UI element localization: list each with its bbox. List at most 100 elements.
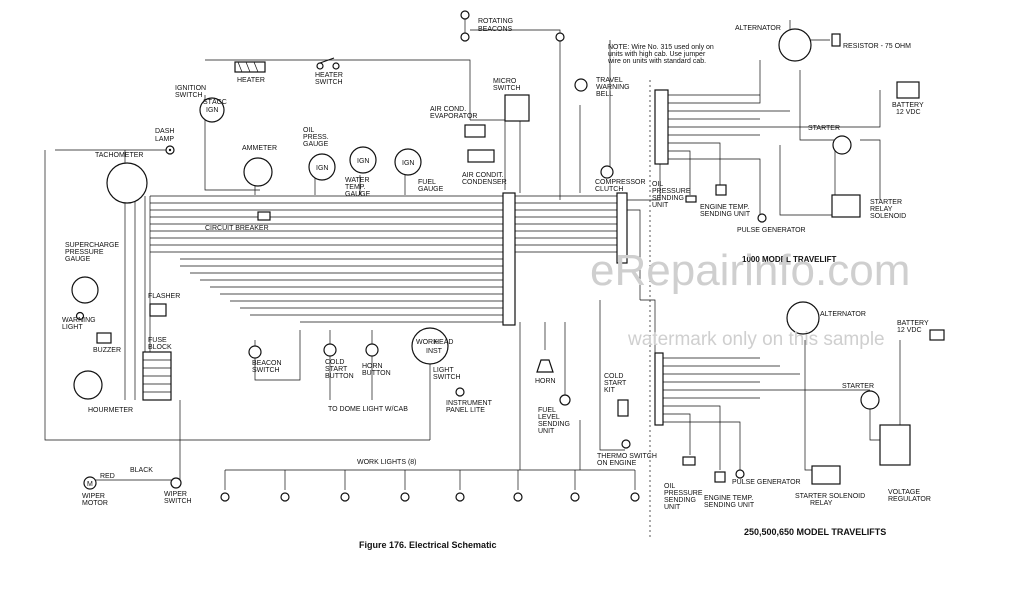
wiper-switch-symbol bbox=[170, 477, 182, 489]
instrument-panel-lite-label-1: INSTRUMENT bbox=[446, 400, 493, 407]
light-switch-symbol: WORK HEAD INST bbox=[411, 327, 453, 365]
beacon-switch-symbol bbox=[248, 345, 262, 359]
cold-start-button-label-3: BUTTON bbox=[325, 373, 354, 380]
svg-text:M: M bbox=[87, 481, 93, 488]
supercharge-pressure-gauge bbox=[71, 276, 99, 304]
oil-press-gauge-label-2: PRESS. bbox=[303, 134, 329, 141]
oil-press-gauge-label-1: OIL bbox=[303, 127, 314, 134]
warning-light-label-1: WARNING bbox=[62, 317, 96, 324]
oil-pressure-sender-2-symbol bbox=[682, 456, 696, 466]
circuit-breaker-label: CIRCUIT BREAKER bbox=[205, 225, 269, 232]
svg-text:IGN: IGN bbox=[357, 158, 369, 165]
micro-switch-label-2: SWITCH bbox=[493, 85, 521, 92]
starter-1-label: STARTER bbox=[808, 125, 840, 132]
air-cond-condenser-label-2: CONDENSER bbox=[462, 179, 507, 186]
ignition-switch-symbol: ST ACC IGN bbox=[199, 97, 227, 123]
instrument-panel-lite-label-2: PANEL LITE bbox=[446, 407, 485, 414]
supercharge-gauge-label-1: SUPERCHARGE bbox=[65, 242, 119, 249]
note-line-1: NOTE: Wire No. 315 used only on bbox=[608, 44, 714, 51]
wiper-switch-label-1: WIPER bbox=[164, 491, 187, 498]
air-cond-condenser-label-1: AIR CONDIT. bbox=[462, 172, 504, 179]
warning-light-symbol bbox=[75, 311, 85, 321]
micro-switch-symbol bbox=[504, 94, 530, 122]
air-cond-evaporator-label-1: AIR COND. bbox=[430, 106, 466, 113]
svg-text:HEAD: HEAD bbox=[434, 339, 453, 346]
alternator-2-label: ALTERNATOR bbox=[820, 311, 866, 318]
water-temp-gauge-label-1: WATER bbox=[345, 177, 370, 184]
wire-harness bbox=[44, 20, 901, 490]
starter-solenoid-relay-label-1: STARTER SOLENOID bbox=[795, 493, 865, 500]
oil-pressure-2-label-3: SENDING bbox=[664, 497, 696, 504]
dash-lamp-label-2: LAMP bbox=[155, 136, 174, 143]
hourmeter-gauge bbox=[73, 370, 103, 400]
starter-relay-label-1: STARTER bbox=[870, 199, 902, 206]
pulse-generator-1-label: PULSE GENERATOR bbox=[737, 227, 806, 234]
fuel-level-label-4: UNIT bbox=[538, 428, 555, 435]
oil-pressure-2-label-4: UNIT bbox=[664, 504, 681, 511]
engine-temp-1-label-1: ENGINE TEMP. bbox=[700, 204, 749, 211]
section-1000-title: 1000 MODEL TRAVELIFT bbox=[742, 255, 837, 264]
note-line-3: wire on units with standard cab. bbox=[607, 58, 706, 65]
flasher-symbol bbox=[149, 303, 167, 317]
travel-warning-bell-label-1: TRAVEL bbox=[596, 77, 623, 84]
svg-text:WORK: WORK bbox=[416, 339, 438, 346]
fuel-gauge-label-2: GAUGE bbox=[418, 186, 444, 193]
battery-2-label-2: 12 VDC bbox=[897, 327, 922, 334]
compressor-clutch-label-1: COMPRESSOR bbox=[595, 179, 646, 186]
svg-text:IGN: IGN bbox=[206, 107, 218, 114]
engine-temp-2-label-1: ENGINE TEMP. bbox=[704, 495, 753, 502]
fuel-level-label-1: FUEL bbox=[538, 407, 556, 414]
water-temp-gauge-label-3: GAUGE bbox=[345, 191, 371, 198]
dash-lamp-label-1: DASH bbox=[155, 128, 174, 135]
oil-press-gauge-label-3: GAUGE bbox=[303, 141, 329, 148]
horn-button-label-2: BUTTON bbox=[362, 370, 391, 377]
beacon-switch-label-1: BEACON bbox=[252, 360, 282, 367]
micro-switch-label-1: MICRO bbox=[493, 78, 517, 85]
compressor-clutch-symbol bbox=[600, 165, 614, 179]
rotating-beacons bbox=[460, 10, 565, 42]
horn-button-symbol bbox=[365, 343, 379, 357]
oil-pressure-1-label-4: UNIT bbox=[652, 202, 669, 209]
buzzer-label: BUZZER bbox=[93, 347, 121, 354]
flasher-label: FLASHER bbox=[148, 293, 180, 300]
cold-start-kit-label-2: START bbox=[604, 380, 627, 387]
travel-warning-bell-label-3: BELL bbox=[596, 91, 613, 98]
watermark-sample-text: watermark only on this sample bbox=[627, 329, 885, 350]
ammeter-label: AMMETER bbox=[242, 145, 277, 152]
engine-temp-sender-2-symbol bbox=[714, 471, 726, 483]
ignition-switch-label-1: IGNITION bbox=[175, 85, 206, 92]
oil-pressure-1-label-1: OIL bbox=[652, 181, 663, 188]
voltage-regulator-symbol bbox=[879, 424, 911, 466]
starter-relay-solenoid-symbol bbox=[831, 194, 861, 218]
work-lights-label: WORK LIGHTS (8) bbox=[357, 459, 417, 466]
fuse-block-symbol bbox=[142, 351, 172, 401]
horn-symbol bbox=[536, 359, 554, 373]
cold-start-kit-label-3: KIT bbox=[604, 387, 616, 394]
engine-temp-1-label-2: SENDING UNIT bbox=[700, 211, 751, 218]
fuel-level-label-2: LEVEL bbox=[538, 414, 560, 421]
supercharge-gauge-label-3: GAUGE bbox=[65, 256, 91, 263]
cold-start-kit-symbol bbox=[617, 399, 629, 417]
oil-pressure-2-label-2: PRESSURE bbox=[664, 490, 703, 497]
pulse-generator-2-symbol bbox=[735, 469, 745, 479]
watermark-logo: eRepairinfo.com bbox=[590, 246, 910, 295]
starter-solenoid-relay-symbol bbox=[811, 465, 841, 485]
air-cond-evaporator-symbol bbox=[464, 124, 495, 163]
tachometer-gauge bbox=[106, 162, 148, 204]
oil-pressure-1-label-3: SENDING bbox=[652, 195, 684, 202]
terminal-strip-1000 bbox=[654, 89, 669, 165]
buzzer-symbol bbox=[96, 332, 112, 344]
horn-button-label-1: HORN bbox=[362, 363, 383, 370]
battery-1-label-1: BATTERY bbox=[892, 102, 924, 109]
supercharge-gauge-label-2: PRESSURE bbox=[65, 249, 104, 256]
battery-2-symbol bbox=[929, 329, 945, 341]
ignition-switch-label-2: SWITCH bbox=[175, 92, 203, 99]
engine-temp-2-label-2: SENDING UNIT bbox=[704, 502, 755, 509]
starter-1-symbol bbox=[832, 135, 852, 155]
fuel-gauge-label-1: FUEL bbox=[418, 179, 436, 186]
cold-start-button-symbol bbox=[323, 343, 337, 357]
heater-label: HEATER bbox=[237, 77, 265, 84]
dash-lamp-symbol bbox=[165, 145, 175, 155]
water-temp-gauge-label-2: TEMP. bbox=[345, 184, 366, 191]
